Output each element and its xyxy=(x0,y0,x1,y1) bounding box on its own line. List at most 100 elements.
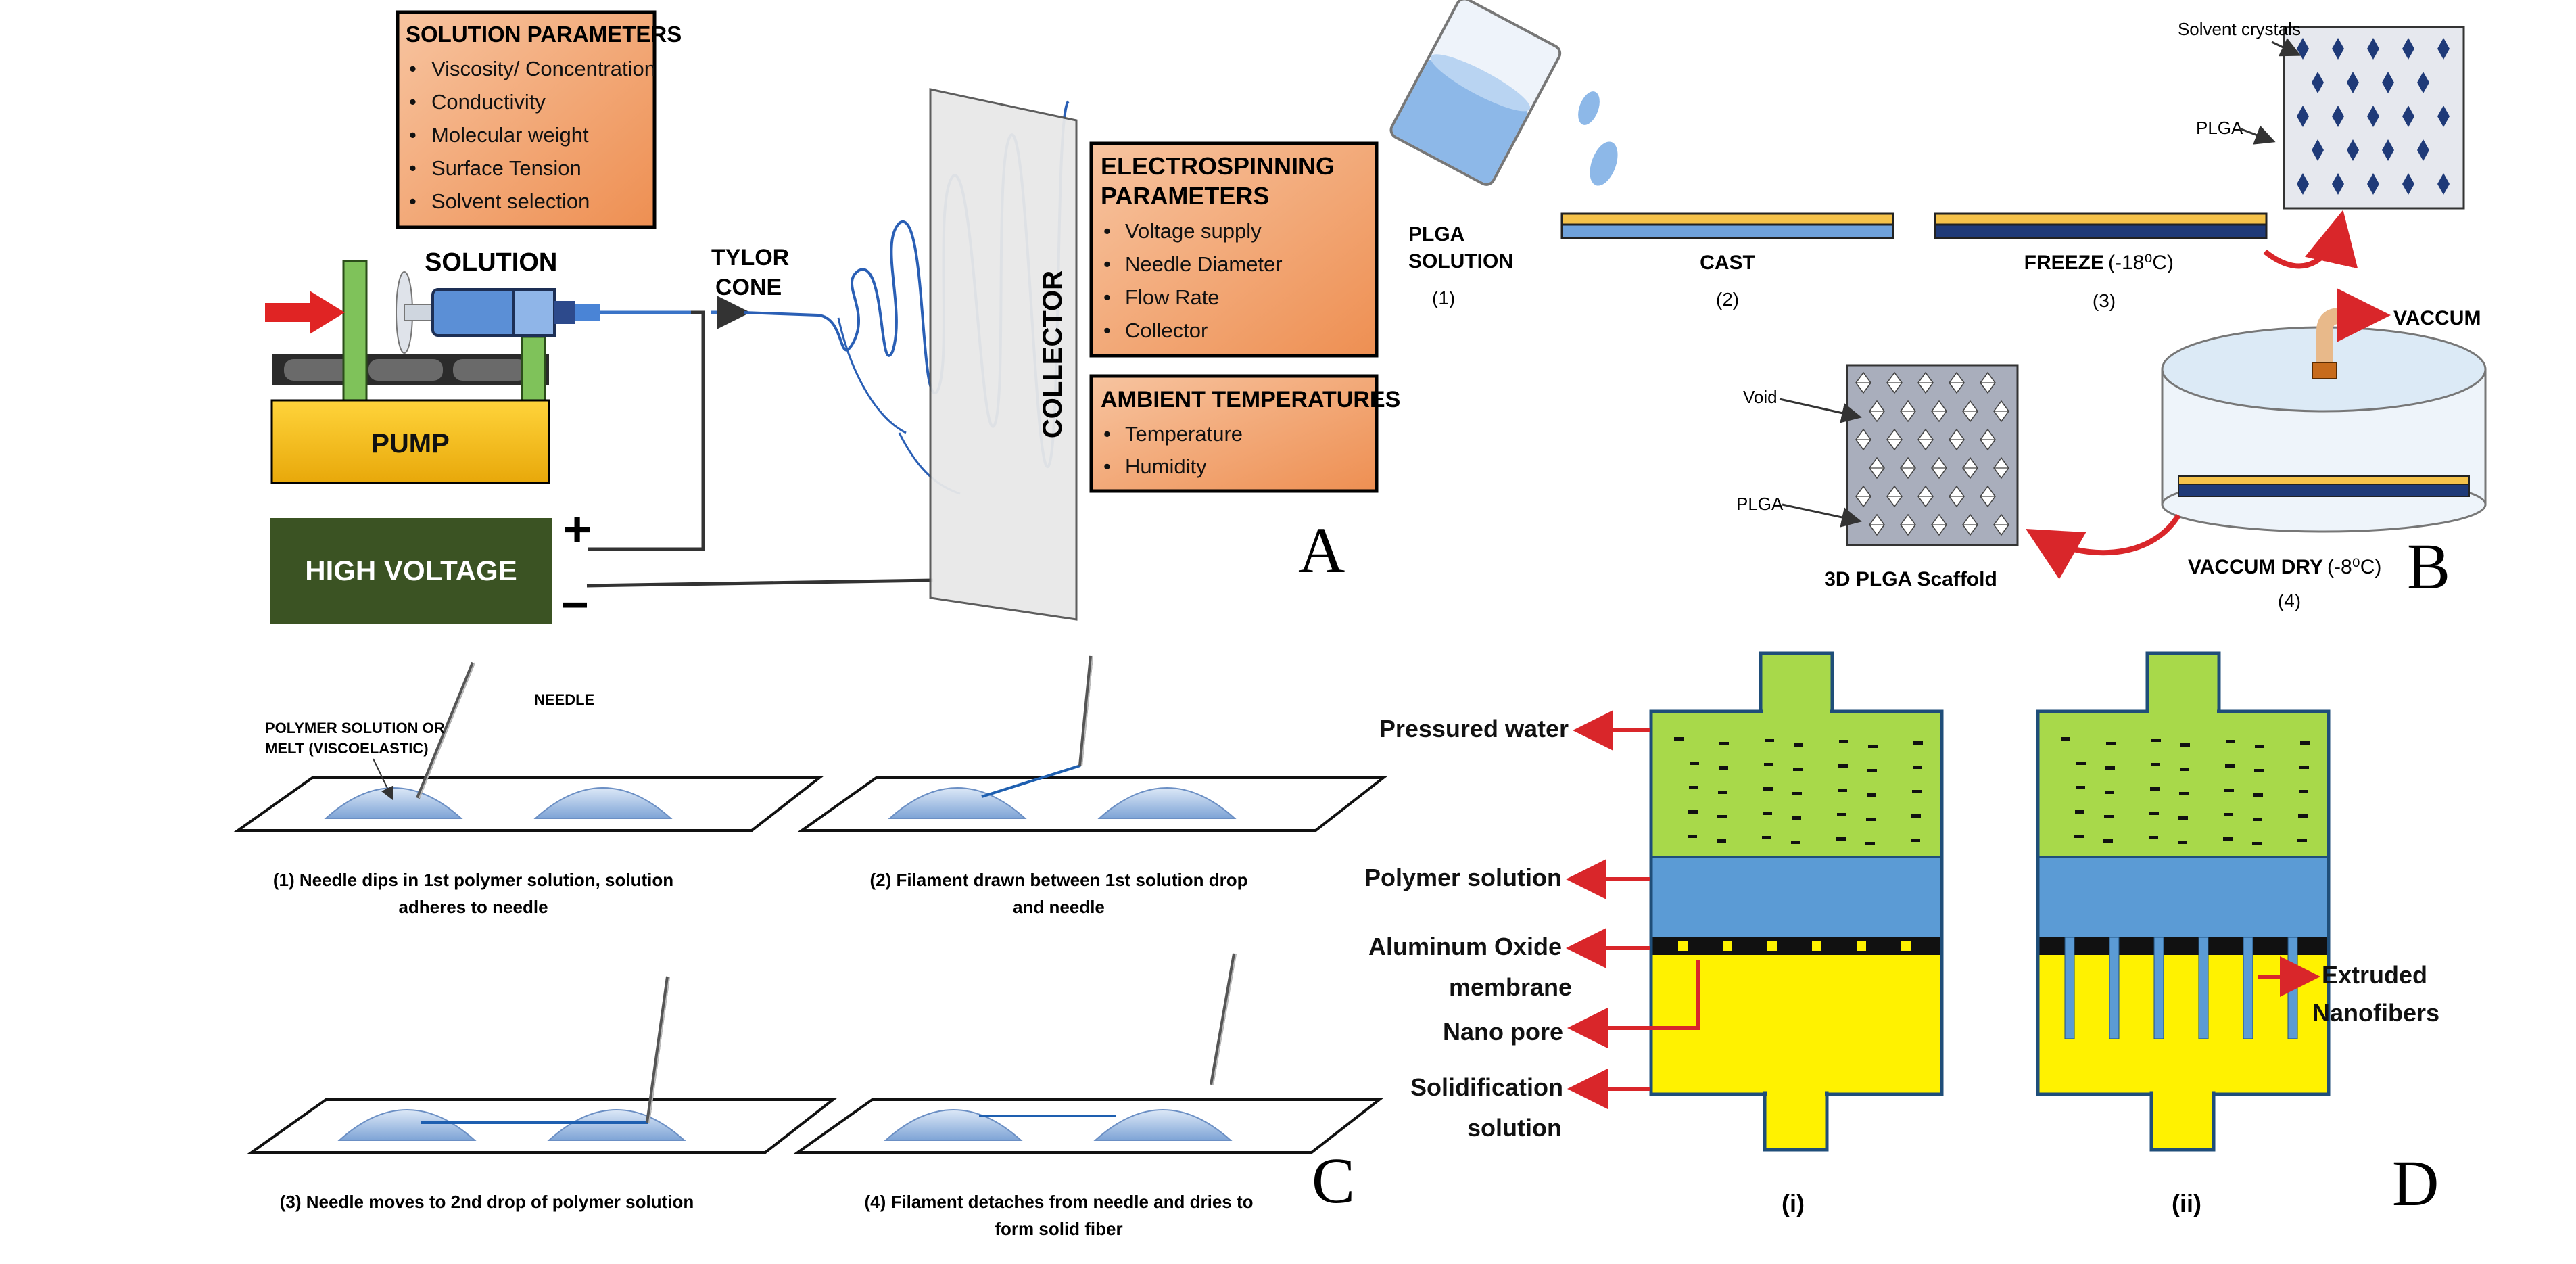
plus-terminal: + xyxy=(563,501,592,557)
crystal-mark xyxy=(2437,38,2450,60)
polymer-solution-label: MELT (VISCOELASTIC) xyxy=(265,740,429,757)
high-voltage-supply xyxy=(270,518,552,624)
vaccum-dry-temp: (-8⁰C) xyxy=(2327,556,2381,578)
crystal-mark xyxy=(2312,139,2324,161)
solution-param-item: Conductivity xyxy=(431,90,546,114)
panel-letter-b: B xyxy=(2407,530,2450,603)
crystal-mark xyxy=(2332,106,2344,127)
ambient-temperatures-box: AMBIENT TEMPERATURES • Temperature • Humid… xyxy=(1089,374,1400,493)
step-1: (1) xyxy=(1432,287,1455,308)
plga-bottom-label: PLGA xyxy=(1736,494,1784,514)
solution-param-item: Surface Tension xyxy=(431,156,581,180)
vaccum-dry-label: VACCUM DRY xyxy=(2188,556,2323,578)
svg-text:•: • xyxy=(1103,285,1111,309)
solution-parameters-box: SOLUTION PARAMETERS • Viscosity/ Concentr… xyxy=(396,10,682,229)
drop xyxy=(1578,91,1600,125)
svg-text:•: • xyxy=(409,57,416,80)
high-voltage-label: HIGH VOLTAGE xyxy=(305,555,517,586)
solution-param-item: Viscosity/ Concentration xyxy=(431,57,656,80)
plga-solution-label: SOLUTION xyxy=(1408,250,1513,273)
pump-bracket xyxy=(521,335,546,403)
caption-step-4: form solid fiber xyxy=(995,1219,1122,1239)
ambient-title: AMBIENT TEMPERATURES xyxy=(1101,387,1400,413)
ambient-param-item: Temperature xyxy=(1125,422,1243,446)
process-step-plate xyxy=(793,953,1383,1154)
electrospinning-param-item: Flow Rate xyxy=(1125,285,1220,309)
crystal-mark xyxy=(2382,139,2394,161)
crystal-mark xyxy=(2367,38,2379,60)
crystal-mark xyxy=(2367,106,2379,127)
plga-solution-label: PLGA xyxy=(1408,223,1464,245)
electrospinning-param-item: Voltage supply xyxy=(1125,219,1262,243)
crystal-mark xyxy=(2382,72,2394,93)
crystal-mark xyxy=(2437,173,2450,195)
tylor-cone-label: TYLOR xyxy=(711,245,789,271)
svg-text:•: • xyxy=(1103,422,1111,446)
crystal-mark xyxy=(2402,173,2414,195)
syringe xyxy=(396,271,691,354)
svg-text:•: • xyxy=(409,156,416,180)
extrusion-vessel-ii xyxy=(2036,651,2331,1152)
solvent-crystals-label: Solvent crystals xyxy=(2178,19,2301,39)
solution-label: SOLUTION xyxy=(425,248,557,277)
crystal-mark xyxy=(2402,38,2414,60)
drop xyxy=(1590,141,1618,186)
nano-pore-label: Nano pore xyxy=(1443,1018,1563,1046)
crystal-mark xyxy=(2297,106,2309,127)
pump-rail xyxy=(272,354,549,385)
scaffold-label: 3D PLGA Scaffold xyxy=(1824,568,1997,590)
collector xyxy=(929,88,1078,621)
caption-step-1: (1) Needle dips in 1st polymer solution,… xyxy=(273,870,673,890)
label-ii: (ii) xyxy=(2172,1190,2201,1217)
crystal-mark xyxy=(2297,173,2309,195)
pressured-water-label: Pressured water xyxy=(1379,715,1569,743)
svg-text:•: • xyxy=(1103,219,1111,243)
pump xyxy=(270,399,550,484)
plga-scaffold xyxy=(1846,364,2019,546)
cast-dish xyxy=(1560,212,1894,239)
process-step-plate xyxy=(247,976,837,1154)
panel-letter-a: A xyxy=(1298,514,1345,586)
crystal-mark xyxy=(2312,72,2324,93)
crystal-mark xyxy=(2437,106,2450,127)
electrospinning-title: PARAMETERS xyxy=(1101,182,1269,210)
caption-step-2: (2) Filament drawn between 1st solution … xyxy=(869,870,1247,890)
freeze-label: FREEZE xyxy=(2024,252,2104,274)
panel-c: POLYMER SOLUTION OR MELT (VISCOELASTIC) … xyxy=(233,655,1387,1239)
svg-text:•: • xyxy=(1103,454,1111,478)
freeze-dish xyxy=(1934,212,2268,239)
plga-beaker xyxy=(1389,0,1562,186)
solidification-label: solution xyxy=(1467,1114,1562,1142)
ambient-param-item: Humidity xyxy=(1125,454,1207,478)
panel-d: Pressured water Polymer solution Aluminu… xyxy=(1364,651,2439,1219)
minus-terminal: − xyxy=(561,578,589,631)
panel-letter-c: C xyxy=(1312,1144,1355,1217)
freeze-temp: (-18⁰C) xyxy=(2108,252,2174,274)
vaccum-label: VACCUM xyxy=(2393,307,2481,329)
pump-bracket xyxy=(342,260,368,403)
svg-text:•: • xyxy=(1103,319,1111,342)
arrow-to-crystals xyxy=(2263,210,2358,269)
solidification-label: Solidification xyxy=(1410,1073,1563,1101)
electrospinning-param-item: Collector xyxy=(1125,319,1208,342)
caption-step-3: (3) Needle moves to 2nd drop of polymer … xyxy=(280,1192,694,1212)
crystal-mark xyxy=(2367,173,2379,195)
electrospinning-param-item: Needle Diameter xyxy=(1125,252,1283,276)
step-3: (3) xyxy=(2093,290,2116,311)
solution-parameters-title: SOLUTION PARAMETERS xyxy=(406,22,682,47)
svg-text:•: • xyxy=(1103,252,1111,276)
step-4: (4) xyxy=(2278,590,2301,611)
svg-text:•: • xyxy=(409,189,416,213)
solution-param-item: Molecular weight xyxy=(431,123,589,147)
process-step-plate xyxy=(797,655,1387,832)
aluminum-oxide-label: Aluminum Oxide xyxy=(1368,933,1562,960)
tylor-cone-label: CONE xyxy=(715,275,782,300)
caption-step-2: and needle xyxy=(1013,897,1105,917)
electrospinning-parameters-box: ELECTROSPINNING PARAMETERS •Voltage supp… xyxy=(1089,141,1379,358)
step-2: (2) xyxy=(1716,289,1739,310)
plga-top-label: PLGA xyxy=(2196,118,2243,138)
vacuum-chamber xyxy=(2161,288,2487,533)
solvent-crystals xyxy=(2297,38,2450,195)
push-arrow xyxy=(265,291,345,334)
